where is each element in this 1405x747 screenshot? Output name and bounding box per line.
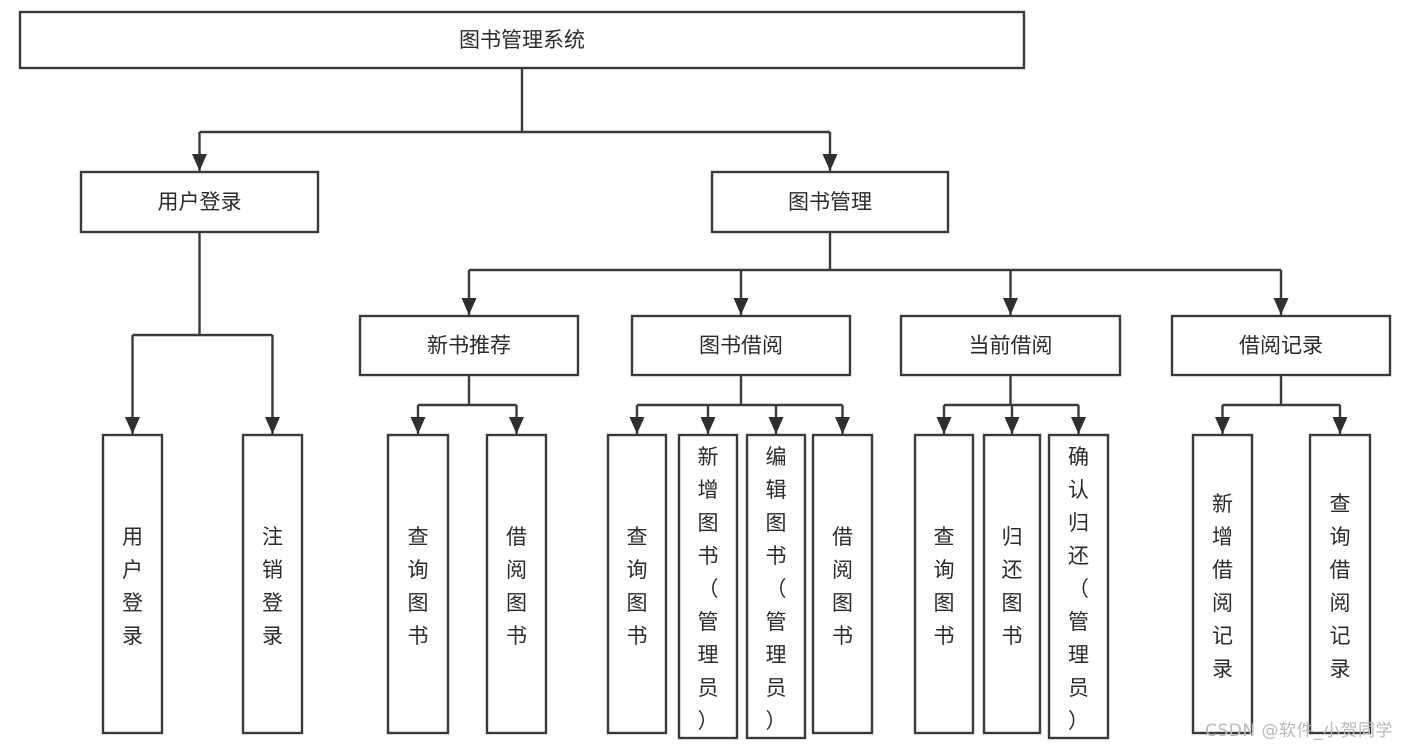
arrow-head-icon <box>835 417 850 434</box>
node-label-leaf-borrow-book-recommend: 借阅图书 <box>506 525 527 648</box>
node-label-leaf-add-book-admin: 新增图书（管理员） <box>698 445 719 733</box>
node-book-management[interactable]: 图书管理 <box>710 170 950 234</box>
node-box-user-login[interactable] <box>79 170 320 234</box>
node-label-leaf-query-borrow-record: 查询借阅记录 <box>1330 492 1351 681</box>
node-box-leaf-borrow-book[interactable] <box>811 433 874 735</box>
node-label-borrow-record: 借阅记录 <box>1239 334 1323 358</box>
node-box-book-borrow[interactable] <box>630 314 852 377</box>
node-label-user-login: 用户登录 <box>158 190 242 214</box>
node-borrow-record[interactable]: 借阅记录 <box>1170 314 1392 377</box>
node-leaf-borrow-book-recommend[interactable]: 借阅图书 <box>485 433 548 735</box>
node-leaf-add-book-admin[interactable]: 新增图书（管理员） <box>677 433 739 740</box>
node-box-leaf-borrow-book-recommend[interactable] <box>485 433 548 735</box>
node-label-leaf-user-login: 用户登录 <box>122 525 143 648</box>
node-label-leaf-query-book-recommend: 查询图书 <box>408 525 429 648</box>
node-box-borrow-record[interactable] <box>1170 314 1392 377</box>
node-box-leaf-user-login[interactable] <box>101 433 164 735</box>
node-box-leaf-return-book[interactable] <box>982 433 1042 735</box>
node-leaf-user-logout[interactable]: 注销登录 <box>241 433 304 735</box>
arrow-head-icon <box>936 417 952 434</box>
node-label-leaf-confirm-return-admin: 确认归还（管理员） <box>1068 445 1089 733</box>
node-box-leaf-query-book-recommend[interactable] <box>386 433 450 735</box>
arrow-head-icon <box>1004 417 1020 434</box>
node-box-root[interactable] <box>18 10 1026 70</box>
node-leaf-query-book-borrow[interactable]: 查询图书 <box>606 433 668 735</box>
node-leaf-user-login[interactable]: 用户登录 <box>101 433 164 735</box>
arrow-head-icon <box>410 417 426 434</box>
arrow-head-icon <box>733 298 749 315</box>
arrow-head-icon <box>192 154 207 171</box>
node-label-book-management: 图书管理 <box>788 190 872 214</box>
arrow-head-icon <box>265 417 280 434</box>
arrow-head-icon <box>1332 417 1348 434</box>
node-leaf-confirm-return-admin[interactable]: 确认归还（管理员） <box>1047 433 1110 740</box>
node-book-borrow[interactable]: 图书借阅 <box>630 314 852 377</box>
arrow-head-icon <box>125 417 140 434</box>
arrow-head-icon <box>1071 417 1086 434</box>
node-box-leaf-user-logout[interactable] <box>241 433 304 735</box>
arrow-head-icon <box>1003 298 1018 315</box>
node-box-leaf-edit-book-admin[interactable] <box>745 433 807 740</box>
node-box-new-book-recommend[interactable] <box>358 314 580 377</box>
node-label-new-book-recommend: 新书推荐 <box>427 334 511 358</box>
node-leaf-return-book[interactable]: 归还图书 <box>982 433 1042 735</box>
node-label-leaf-query-book-current: 查询图书 <box>934 525 955 648</box>
node-leaf-query-borrow-record[interactable]: 查询借阅记录 <box>1308 433 1372 735</box>
arrow-head-icon <box>629 417 645 434</box>
node-root[interactable]: 图书管理系统 <box>18 10 1026 70</box>
arrow-head-icon <box>822 154 838 171</box>
node-leaf-query-book-current[interactable]: 查询图书 <box>913 433 975 735</box>
node-label-leaf-edit-book-admin: 编辑图书（管理员） <box>766 445 787 733</box>
node-leaf-query-book-recommend[interactable]: 查询图书 <box>386 433 450 735</box>
node-label-current-borrow: 当前借阅 <box>969 334 1053 358</box>
node-leaf-edit-book-admin[interactable]: 编辑图书（管理员） <box>745 433 807 740</box>
node-user-login[interactable]: 用户登录 <box>79 170 320 234</box>
node-leaf-add-borrow-record[interactable]: 新增借阅记录 <box>1191 433 1254 735</box>
node-label-book-borrow: 图书借阅 <box>699 334 783 358</box>
node-box-leaf-confirm-return-admin[interactable] <box>1047 433 1110 740</box>
csdn-watermark: CSDN @软件_小贺同学 <box>1205 721 1393 741</box>
arrow-head-icon <box>768 417 784 434</box>
arrow-head-icon <box>461 298 477 315</box>
node-label-leaf-user-logout: 注销登录 <box>262 525 283 648</box>
node-label-leaf-query-book-borrow: 查询图书 <box>627 525 648 648</box>
node-box-leaf-add-book-admin[interactable] <box>677 433 739 740</box>
node-box-leaf-query-borrow-record[interactable] <box>1308 433 1372 735</box>
node-label-root: 图书管理系统 <box>459 28 585 52</box>
node-leaf-borrow-book[interactable]: 借阅图书 <box>811 433 874 735</box>
node-box-leaf-add-borrow-record[interactable] <box>1191 433 1254 735</box>
node-box-current-borrow[interactable] <box>899 314 1122 377</box>
arrow-head-icon <box>509 417 524 434</box>
node-box-leaf-query-book-current[interactable] <box>913 433 975 735</box>
arrow-head-icon <box>700 417 716 434</box>
node-label-leaf-borrow-book: 借阅图书 <box>832 525 853 648</box>
arrow-head-icon <box>1215 417 1230 434</box>
node-current-borrow[interactable]: 当前借阅 <box>899 314 1122 377</box>
node-label-leaf-return-book: 归还图书 <box>1002 525 1023 648</box>
node-box-leaf-query-book-borrow[interactable] <box>606 433 668 735</box>
node-new-book-recommend[interactable]: 新书推荐 <box>358 314 580 377</box>
node-label-leaf-add-borrow-record: 新增借阅记录 <box>1212 492 1233 681</box>
arrow-head-icon <box>1273 298 1289 315</box>
node-box-book-management[interactable] <box>710 170 950 234</box>
